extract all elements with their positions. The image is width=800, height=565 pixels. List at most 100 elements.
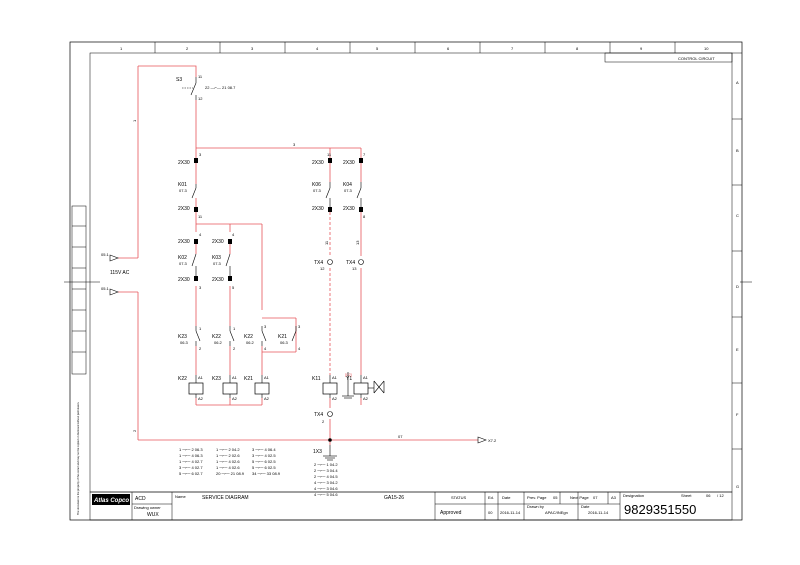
ground-symbol (342, 372, 354, 399)
brand-name: Atlas Copco (93, 498, 129, 504)
terminal-label: 2X30 (312, 160, 324, 166)
wire-number-11: 11 (324, 240, 329, 245)
row-label-e: E (736, 347, 739, 352)
wire-number-2: 2 (132, 429, 137, 432)
coil-leads (195, 375, 362, 398)
coil-tag: K23 (212, 376, 221, 382)
svg-text:2 ─⌐─ 4 04.5: 2 ─⌐─ 4 04.5 (314, 474, 338, 479)
svg-text:1 ─⌐─ 2 02.6: 1 ─⌐─ 2 02.6 (216, 453, 240, 458)
l2-reference: 05.1 (101, 286, 110, 291)
status-label: STATUS (451, 495, 467, 500)
wire-number-3: 3 (293, 142, 296, 147)
drawing-owner: WUX (147, 512, 159, 518)
row-label-b: B (736, 148, 739, 153)
relay-k06-ref: 07.3 (313, 188, 322, 193)
svg-text:5 ─⌐─ 6 02.5: 5 ─⌐─ 6 02.5 (252, 459, 276, 464)
contact-k21-ref: 06.3 (280, 340, 289, 345)
date2-label: Date (581, 504, 590, 509)
coil-tag: K22 (178, 376, 187, 382)
wire-number-1: 1 (132, 119, 137, 122)
col-label-7: 7 (511, 46, 514, 51)
svg-text:4 ─⌐─ 3 04.2: 4 ─⌐─ 3 04.2 (314, 480, 338, 485)
terminal-pin: 3 (264, 324, 267, 329)
terminal-pin: 7 (363, 152, 366, 157)
relay-k04-tag: K04 (343, 182, 352, 188)
svg-text:20 ─⌐─ 21 08.9: 20 ─⌐─ 21 08.9 (216, 471, 245, 476)
terminal-pin: 12 (320, 266, 325, 271)
terminal-pin: 1 (199, 326, 202, 331)
outer-frame (69, 41, 743, 521)
contact-k23-ref: 06.3 (180, 340, 189, 345)
svg-text:3 ─⌐─ 4 06.4: 3 ─⌐─ 4 06.4 (252, 447, 276, 452)
brand-logo (92, 494, 130, 505)
next-page-label: Next Page (570, 495, 589, 500)
col-label-3: 3 (251, 46, 254, 51)
terminal-pin: 1 (233, 326, 236, 331)
section-title: CONTROL CIRCUIT (678, 56, 715, 61)
terminal-pin: 13 (352, 266, 357, 271)
row-label-f: F (736, 412, 739, 417)
coil-a1: A1 (363, 375, 369, 380)
terminal-pin: 2 (233, 346, 236, 351)
xref-list-col3: 3 ─⌐─ 4 06.4 3 ─⌐─ 4 02.5 5 ─⌐─ 6 02.5 5… (252, 447, 281, 476)
wire-number-07: 07 (398, 434, 403, 439)
relay-k02-tag: K02 (178, 255, 187, 261)
drawn-by-label: Drawn by (527, 504, 544, 509)
l1-reference: 05.1 (101, 252, 110, 257)
title-block-grid (89, 491, 733, 521)
company: ACD (135, 496, 146, 502)
drawing-name: SERVICE DIAGRAM (202, 495, 249, 501)
svg-text:34 ─⌐─ 33 08.9: 34 ─⌐─ 33 08.9 (252, 471, 281, 476)
coil-tag: Y1 (346, 376, 352, 382)
date-label: Date (502, 495, 511, 500)
terminal-pin: 3 (199, 152, 202, 157)
contact-k22b-ref: 06.2 (246, 340, 255, 345)
svg-text:3 ─⌐─ 4 02.5: 3 ─⌐─ 4 02.5 (252, 453, 276, 458)
svg-text:1 ─⌐─ 4 02.6: 1 ─⌐─ 4 02.6 (216, 459, 240, 464)
tx4-label: TX4 (314, 412, 323, 418)
edition-label: Ed. (488, 495, 494, 500)
wire-number-13: 13 (355, 240, 360, 245)
designation-label: Designation (623, 493, 644, 498)
terminal-pin: 3 (199, 285, 202, 290)
terminal-label: 2X30 (343, 206, 355, 212)
svg-text:1 ─⌐─ 4 02.6: 1 ─⌐─ 4 02.6 (216, 465, 240, 470)
copyright-note: The document is the property of the owne… (76, 402, 80, 515)
paper-size: A3 (611, 495, 617, 500)
svg-text:1 ─⌐─ 4 06.3: 1 ─⌐─ 4 06.3 (179, 453, 203, 458)
row-label-a: A (736, 80, 739, 85)
coil-a1: A1 (198, 375, 204, 380)
terminal-label: 2X30 (212, 239, 224, 245)
svg-text:3 ─⌐─ 4 02.7: 3 ─⌐─ 4 02.7 (179, 465, 203, 470)
left-margin-grid (64, 205, 752, 375)
terminal-pin: 4 (298, 346, 301, 351)
terminal-1x3-label: 1X3 (313, 449, 322, 455)
switch-s3-tag: S3 (176, 77, 182, 83)
inner-frame (89, 52, 733, 493)
terminal-label: 2X30 (178, 206, 190, 212)
terminal-label: 2X30 (343, 160, 355, 166)
coil-a2: A2 (232, 396, 238, 401)
coil-a1: A1 (332, 375, 338, 380)
svg-text:1 ─⌐─ 2 04.2: 1 ─⌐─ 2 04.2 (216, 447, 240, 452)
relay-k03-ref: 07.3 (213, 261, 222, 266)
prev-page: 05 (553, 495, 558, 500)
tx4-label: TX4 (346, 260, 355, 266)
svg-text:5 ─⌐─ 6 02.7: 5 ─⌐─ 6 02.7 (179, 471, 203, 476)
coil-a2: A2 (363, 396, 369, 401)
terminal-pin: 4 (264, 346, 267, 351)
valve-ref: [02] (345, 372, 352, 377)
coil-tag: K21 (244, 376, 253, 382)
xref-list-1x3: 2 ─⌐─ 1 04.2 2 ─⌐─ 3 04.4 2 ─⌐─ 4 04.5 4… (314, 462, 338, 497)
row-label-d: D (736, 284, 739, 289)
sheet-label: Sheet (681, 493, 692, 498)
relay-k01-tag: K01 (178, 182, 187, 188)
coil-a1: A1 (232, 375, 238, 380)
date: 2016-11-14 (500, 510, 521, 515)
switch-s3-t1: 11 (198, 74, 203, 79)
switch-s3 (182, 77, 197, 100)
svg-text:4 ─⌐─ 3 04.6: 4 ─⌐─ 3 04.6 (314, 486, 338, 491)
relay-k06-tag: K06 (312, 182, 321, 188)
terminal-label: 2X30 (178, 277, 190, 283)
svg-text:1 ─⌐─ 2 06.3: 1 ─⌐─ 2 06.3 (179, 447, 203, 452)
